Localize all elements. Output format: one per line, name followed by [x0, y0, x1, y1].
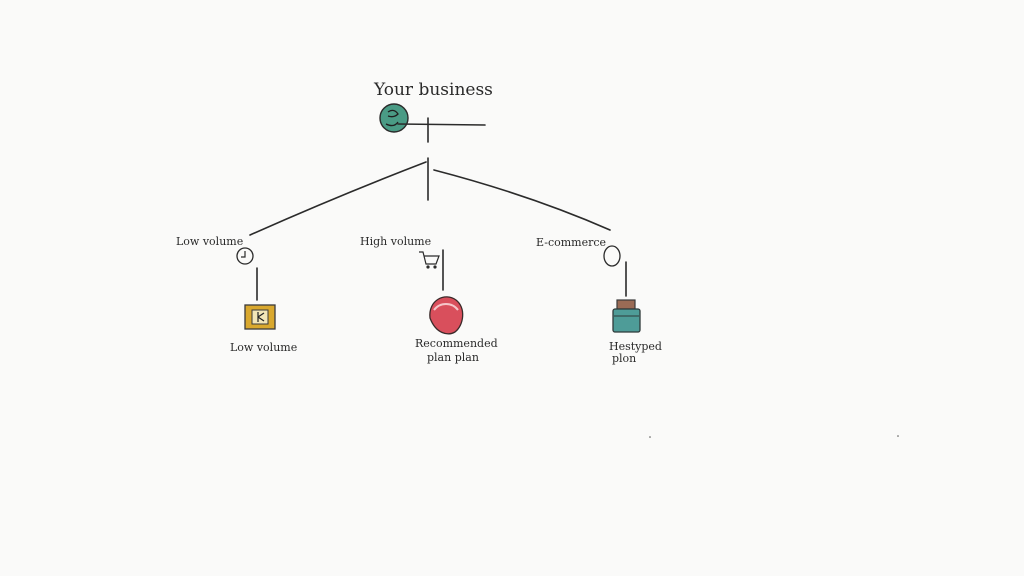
shopping-cart-icon	[419, 251, 440, 269]
branch-label-ecommerce: E-commerce	[536, 236, 606, 249]
clock-icon	[236, 247, 254, 265]
red-blob-icon	[429, 296, 464, 335]
oval-icon	[603, 245, 621, 267]
speck	[897, 435, 899, 437]
teal-jar-icon	[612, 299, 641, 333]
yellow-box-icon	[244, 304, 276, 330]
root-label: Your business	[373, 80, 493, 100]
teal-circle-icon	[379, 103, 409, 133]
result-label-high-volume-line2: plan plan	[427, 351, 479, 364]
branch-label-low-volume: Low volume	[176, 235, 243, 248]
speck	[649, 436, 651, 438]
branch-line-low-volume	[249, 161, 427, 236]
result-label-ecommerce-line2: plon	[612, 352, 636, 365]
branch-label-high-volume: High volume	[360, 235, 431, 248]
result-label-ecommerce-line1: Hestyped	[609, 340, 662, 353]
result-label-low-volume: Low volume	[230, 341, 297, 354]
result-label-high-volume-line1: Recommended	[415, 337, 498, 350]
root-connector-horizontal	[397, 123, 486, 126]
branch-line-ecommerce	[433, 169, 611, 231]
